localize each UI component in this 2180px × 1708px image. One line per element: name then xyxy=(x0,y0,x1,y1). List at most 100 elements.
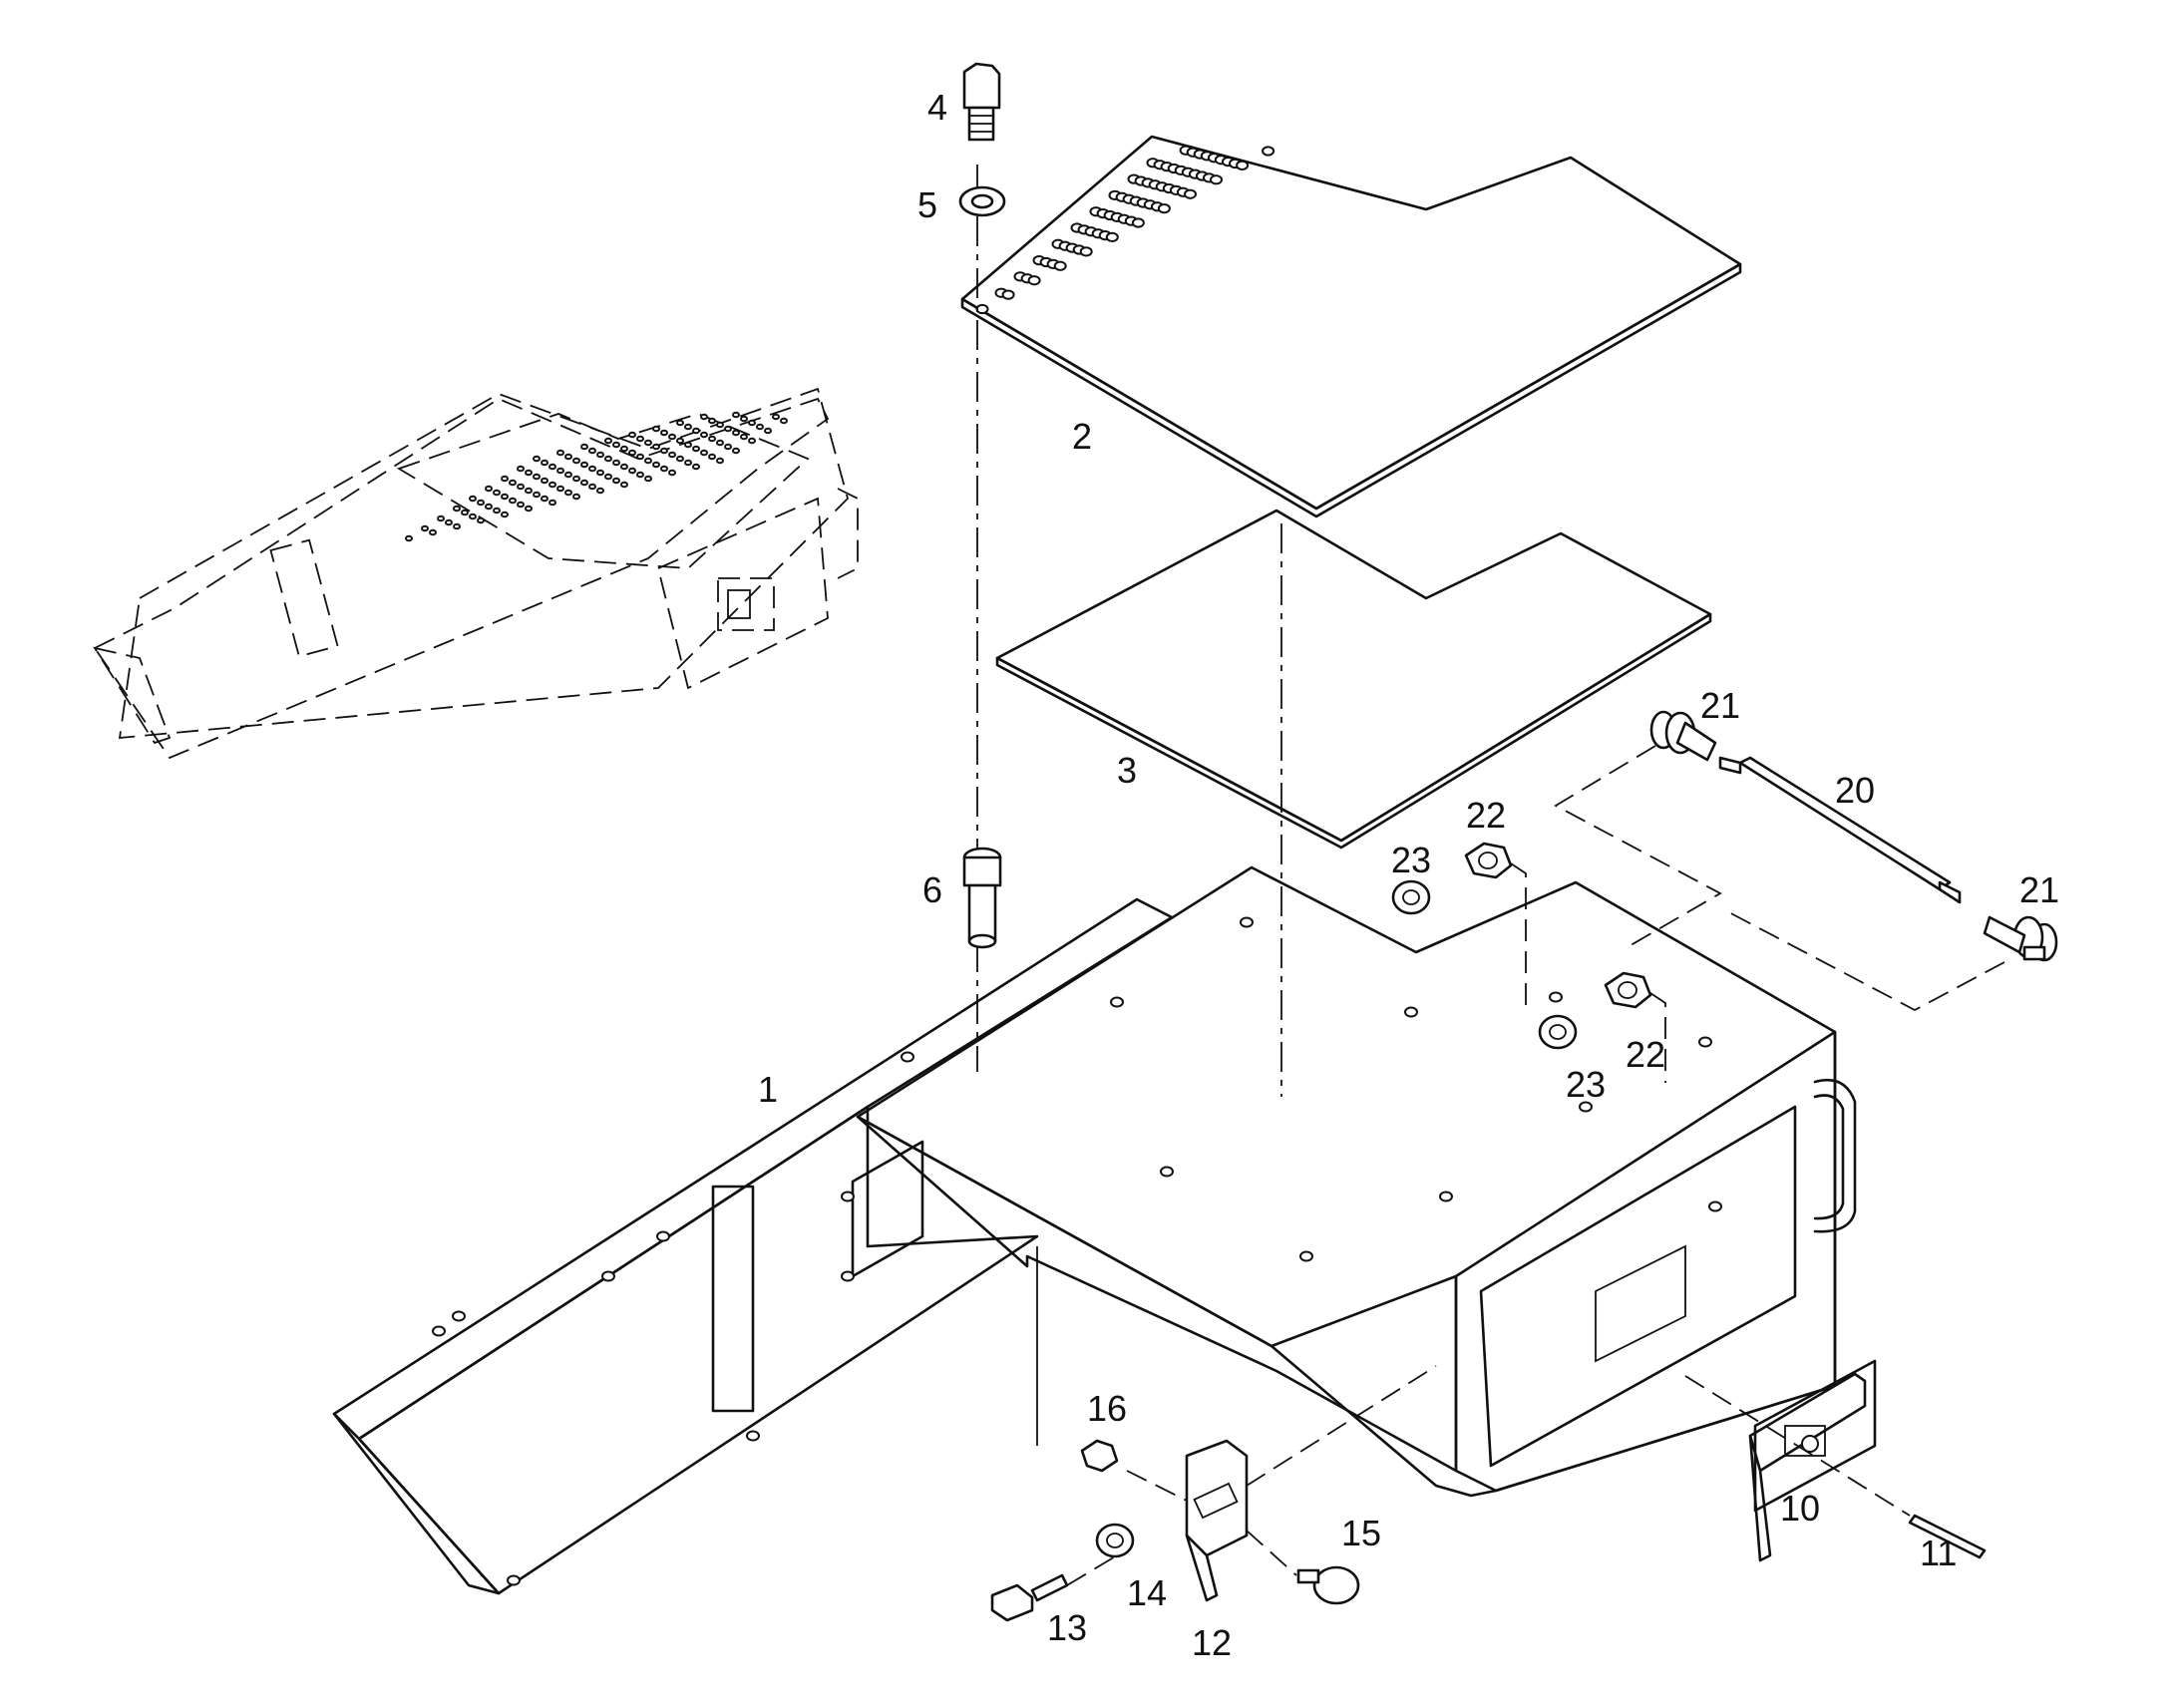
inset-plate-hole xyxy=(708,417,716,425)
inset-plate-hole xyxy=(748,437,756,445)
callout-labels: 1 2 3 4 5 6 10 11 12 13 14 15 16 20 21 2… xyxy=(758,87,2059,1663)
inset-plate-hole xyxy=(453,505,461,512)
inset-plate-hole xyxy=(716,421,724,429)
chassis-hole xyxy=(1549,991,1563,1003)
inset-plate-hole xyxy=(716,439,724,447)
hex-bolt xyxy=(962,62,1001,142)
plate-hole xyxy=(1184,188,1197,199)
inset-plate-hole xyxy=(596,487,604,495)
inset-plate-hole xyxy=(636,471,644,479)
chassis-hole xyxy=(1404,1006,1418,1018)
inset-plate-hole xyxy=(644,439,652,447)
inset-plate-hole xyxy=(580,443,588,451)
callout-22-upper: 22 xyxy=(1466,795,1506,836)
inset-plate-hole xyxy=(564,489,572,497)
plate-hole xyxy=(975,303,989,315)
inset-plate-hole xyxy=(692,445,700,453)
inset-plate-hole xyxy=(572,475,580,483)
inset-plate-hole xyxy=(556,467,564,475)
plate-hole-pattern xyxy=(975,145,1275,315)
inset-plate-hole xyxy=(548,481,556,489)
inset-plate-hole xyxy=(628,449,636,457)
inset-plate-hole xyxy=(501,475,509,483)
chassis-hole xyxy=(452,1310,466,1322)
inset-plate-hole xyxy=(564,471,572,479)
inset-plate-hole xyxy=(572,493,580,501)
chassis-hole xyxy=(601,1270,615,1282)
chassis-hole xyxy=(746,1430,760,1442)
callout-5: 5 xyxy=(917,184,937,225)
plate-hole xyxy=(1157,202,1171,214)
inset-plate-hole xyxy=(548,463,556,471)
inset-plate-hole xyxy=(564,453,572,461)
lock-nut xyxy=(1080,1439,1119,1473)
chassis-hole xyxy=(432,1325,446,1337)
inset-plate-hole xyxy=(652,443,660,451)
callout-22-lower: 22 xyxy=(1626,1034,1665,1075)
inset-plate-hole xyxy=(525,469,533,477)
inset-plate-hole xyxy=(580,461,588,469)
nut-leaders xyxy=(1510,862,1666,1083)
chassis-hole xyxy=(901,1051,914,1063)
inset-plate-hole xyxy=(668,451,676,459)
chassis-hole xyxy=(1160,1166,1174,1178)
inset-plate-hole xyxy=(477,499,485,507)
inset-plate-hole xyxy=(724,443,732,451)
chassis-hole xyxy=(1240,916,1254,928)
flat-washer xyxy=(1095,1523,1135,1558)
inset-plate-hole xyxy=(525,487,533,495)
inset-plate-hole xyxy=(676,455,684,463)
inset-plate-hole xyxy=(517,501,525,509)
inset-plate-hole xyxy=(660,429,668,437)
latch-leader xyxy=(1684,1375,1911,1517)
connecting-rod xyxy=(1718,756,1962,904)
chassis-hole xyxy=(656,1230,670,1242)
inset-plate-hole xyxy=(509,479,517,487)
chassis-hole xyxy=(1708,1200,1722,1212)
inset-assembly-overview xyxy=(93,387,859,760)
callout-10: 10 xyxy=(1780,1488,1820,1529)
inset-plate-hole xyxy=(780,417,788,425)
inset-plate-hole xyxy=(724,425,732,433)
inset-plate-hole xyxy=(732,447,740,455)
inset-plate-hole xyxy=(692,463,700,471)
inset-plate-hole xyxy=(620,481,628,489)
inset-plate-hole xyxy=(501,493,509,501)
inset-plate-hole xyxy=(572,457,580,465)
inset-plate-hole xyxy=(740,433,748,441)
inset-plate-hole xyxy=(740,415,748,423)
callout-6: 6 xyxy=(922,869,942,910)
rod-end-upper xyxy=(1649,710,1717,762)
inset-plate-hole xyxy=(461,509,469,516)
plate-hole xyxy=(1262,146,1275,157)
inset-plate-hole xyxy=(612,441,620,449)
callout-15: 15 xyxy=(1341,1513,1381,1553)
inset-plate-hole xyxy=(628,431,636,439)
inset-plate-hole xyxy=(556,485,564,493)
thumb-screw xyxy=(1296,1565,1360,1605)
inset-plate-hole xyxy=(708,453,716,461)
hardware-leaders xyxy=(1066,1365,1437,1586)
inset-plate-hole xyxy=(556,449,564,457)
inset-plate-hole xyxy=(580,479,588,487)
inset-plate-hole xyxy=(676,419,684,427)
inset-plate-hole xyxy=(692,427,700,435)
plate-hole xyxy=(1027,275,1041,286)
inset-plate-hole xyxy=(668,469,676,477)
hex-nut-lower xyxy=(1604,971,1652,1009)
inset-plate-hole xyxy=(517,465,525,473)
inset-plate-hole xyxy=(772,413,780,421)
inset-plate-hole xyxy=(493,489,501,497)
callout-4: 4 xyxy=(927,87,947,128)
inset-plate-hole xyxy=(612,459,620,467)
chassis-hole xyxy=(1110,996,1124,1008)
inset-plate-hole xyxy=(533,455,541,463)
inset-plate-hole xyxy=(732,429,740,437)
inset-plate-hole xyxy=(548,499,556,507)
chassis-hole xyxy=(507,1574,521,1586)
inset-plate-hole xyxy=(684,441,692,449)
chassis-hole xyxy=(1698,1036,1712,1048)
inset-plate-hole xyxy=(684,423,692,431)
inset-plate-hole xyxy=(533,473,541,481)
inset-plate-hole xyxy=(652,425,660,433)
